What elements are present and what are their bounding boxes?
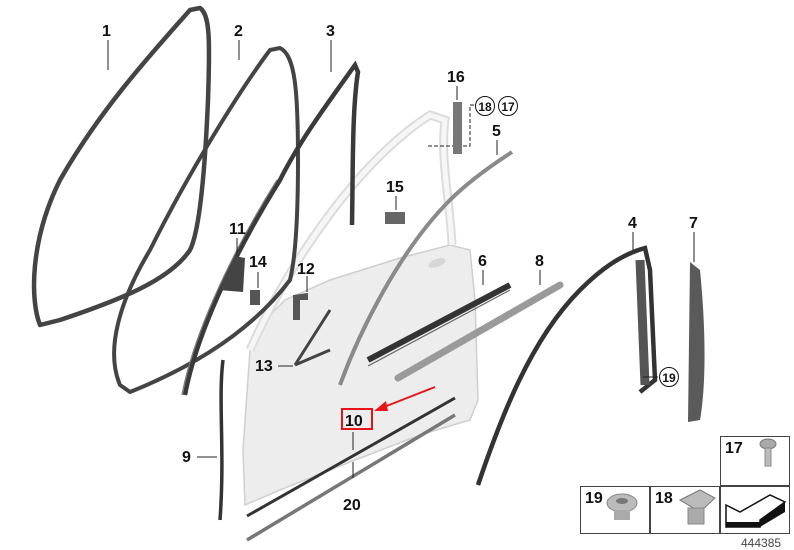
seal-part-1 xyxy=(31,5,212,328)
highlight-arrow xyxy=(374,386,436,411)
callout-11[interactable]: 11 xyxy=(229,221,246,238)
clip-part-14 xyxy=(250,290,260,305)
callout-16[interactable]: 16 xyxy=(447,69,465,86)
seal-part-3 xyxy=(182,60,361,396)
callout-1[interactable]: 1 xyxy=(102,23,111,40)
callout-2[interactable]: 2 xyxy=(234,23,243,40)
frame-part-4 xyxy=(475,245,658,486)
seal-part-2 xyxy=(112,46,300,394)
legend-cell-18[interactable]: 18 xyxy=(650,486,720,534)
legend-cell-19[interactable]: 19 xyxy=(580,486,650,534)
callout-15[interactable]: 15 xyxy=(386,179,404,196)
callout-20[interactable]: 20 xyxy=(343,497,361,514)
legend-label: 19 xyxy=(585,490,603,507)
direction-arrow-icon xyxy=(725,494,787,528)
bracket-part-12 xyxy=(293,293,308,320)
callout-12[interactable]: 12 xyxy=(297,261,315,278)
rail-part-10 xyxy=(246,396,456,518)
callout-4[interactable]: 4 xyxy=(628,215,637,232)
callout-14[interactable]: 14 xyxy=(249,254,267,271)
circle-ref-19[interactable]: 19 xyxy=(659,367,679,387)
callout-7[interactable]: 7 xyxy=(689,215,698,232)
legend-label: 17 xyxy=(725,440,743,457)
legend-label: 18 xyxy=(655,490,673,507)
callout-5[interactable]: 5 xyxy=(492,123,501,140)
diagram-number: 444385 xyxy=(741,536,782,550)
rod-part-13 xyxy=(293,309,332,367)
screw-icon xyxy=(759,438,777,467)
trim-part-7 xyxy=(688,262,705,422)
callout-8[interactable]: 8 xyxy=(535,253,544,270)
legend-cell-direction xyxy=(720,486,790,534)
rail-part-20 xyxy=(246,413,456,542)
circle-ref-18[interactable]: 18 xyxy=(475,96,495,116)
bracket-part-15 xyxy=(385,212,405,224)
strip-part-5 xyxy=(338,150,514,386)
callout-9[interactable]: 9 xyxy=(182,449,191,466)
seal-part-9 xyxy=(218,359,225,521)
door-panel xyxy=(242,110,479,507)
seal-part-6 xyxy=(366,282,512,363)
circle-ref-17[interactable]: 17 xyxy=(498,96,518,116)
bracket-part-11 xyxy=(218,256,245,292)
highlight-box-part-10 xyxy=(341,408,373,430)
callout-13[interactable]: 13 xyxy=(255,358,273,375)
callout-6[interactable]: 6 xyxy=(478,253,487,270)
legend-cell-17[interactable]: 17 xyxy=(720,436,790,486)
plate-part-16 xyxy=(453,102,462,154)
moulding-part-8 xyxy=(394,281,564,382)
callout-3[interactable]: 3 xyxy=(326,23,335,40)
callout-10[interactable]: 10 xyxy=(345,413,363,430)
expanding-nut-icon xyxy=(678,489,716,525)
clip-nut-icon xyxy=(606,493,638,520)
